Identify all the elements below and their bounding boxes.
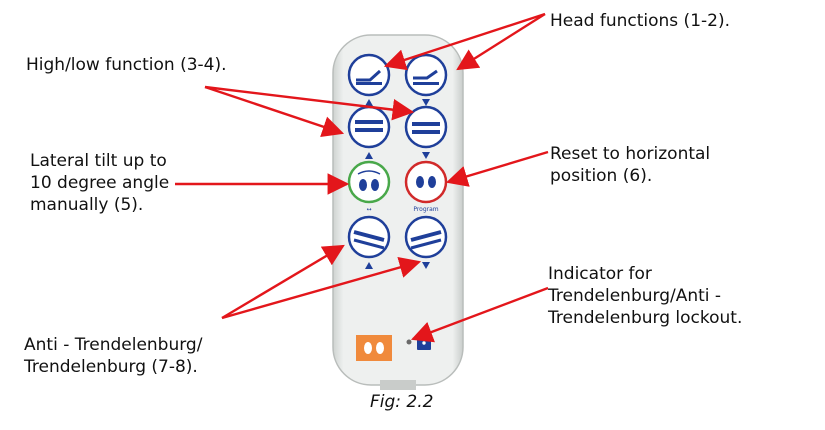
arrow-trendelenburg: [221, 256, 422, 320]
down-triangle-icon: [422, 262, 430, 269]
head-down-button[interactable]: [404, 53, 448, 97]
lateral-tilt-label: Lateral tilt up to 10 degree angle manua…: [30, 151, 170, 215]
head-up-button[interactable]: [347, 53, 391, 97]
arrow-lower: [204, 85, 415, 121]
lower-button[interactable]: [404, 105, 448, 149]
arrow-head-down: [456, 12, 546, 71]
arrow-lockout: [410, 286, 549, 343]
arrow-anti-trendelenburg: [221, 244, 345, 320]
program-small-label: Program: [413, 206, 438, 213]
down-triangle-icon: [422, 99, 430, 106]
head-functions-label: Head functions (1-2).: [550, 11, 730, 31]
high-low-function-label: High/low function (3-4).: [26, 55, 227, 75]
reset-horizontal-label: Reset to horizontal position (6).: [550, 144, 711, 186]
up-triangle-icon: [365, 152, 373, 159]
trendelenburg-button[interactable]: [404, 215, 448, 259]
up-triangle-icon: [365, 99, 373, 106]
remote-cable: [380, 380, 416, 390]
tilt-small-label: ↔: [366, 206, 371, 213]
feet-indicator-panel: [356, 335, 392, 361]
up-triangle-icon: [365, 262, 373, 269]
anti-trendelenburg-button[interactable]: [347, 215, 391, 259]
callout-arrows: [175, 12, 549, 343]
reset-horizontal-button[interactable]: [404, 160, 448, 204]
figure-caption: Fig: 2.2: [370, 392, 434, 412]
raise-button[interactable]: [347, 105, 391, 149]
lockout-led: [406, 339, 412, 345]
down-triangle-icon: [422, 152, 430, 159]
arrow-reset: [445, 150, 549, 187]
arrow-head-up: [383, 12, 546, 71]
lockout-indicator-label: Indicator for Trendelenburg/Anti - Trend…: [548, 264, 743, 328]
arrow-raise: [204, 85, 345, 138]
lateral-tilt-button[interactable]: [347, 160, 391, 204]
trendelenburg-label: Anti - Trendelenburg/ Trendelenburg (7-8…: [24, 335, 203, 377]
